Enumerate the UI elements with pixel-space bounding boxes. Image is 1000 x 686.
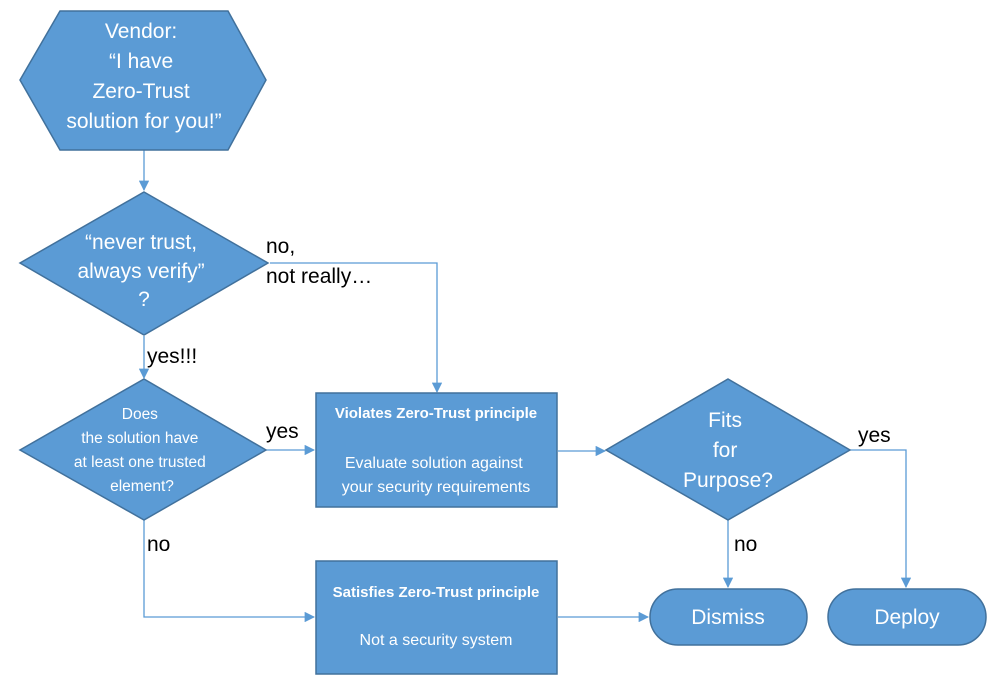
label-no-fits: no — [734, 533, 757, 556]
trusted-element-line: Does — [122, 406, 158, 423]
label-no-line: no, — [266, 235, 295, 258]
fits-line: for — [713, 439, 738, 462]
edge-trusted-no-to-satisfies — [143, 520, 316, 623]
fits-line: Purpose? — [683, 469, 773, 492]
label-no-not-really: no, not really… — [266, 235, 372, 288]
label-yes-verify: yes!!! — [147, 345, 197, 368]
vendor-line: “I have — [109, 50, 173, 73]
box-violates: Violates Zero-Trust principle Evaluate s… — [315, 392, 558, 508]
label-no-trusted: no — [147, 533, 170, 556]
box-satisfies: Satisfies Zero-Trust principle Not a sec… — [315, 560, 558, 675]
vendor-text: Vendor: “I have Zero-Trust solution for … — [66, 20, 221, 133]
violates-line: your security requirements — [342, 479, 531, 496]
label-yes-trusted: yes — [266, 420, 299, 443]
terminal-dismiss: Dismiss — [649, 588, 808, 646]
decision-never-trust: “never trust, always verify” ? — [18, 191, 270, 336]
fits-line: Fits — [708, 409, 742, 432]
vendor-line: solution for you!” — [66, 110, 221, 133]
edges — [138, 150, 912, 623]
vendor-line: Vendor: — [105, 20, 177, 43]
satisfies-line: Not a security system — [360, 632, 513, 649]
decision-fits-purpose: Fits for Purpose? — [604, 378, 852, 521]
never-trust-text: “never trust, always verify” ? — [77, 231, 210, 311]
deploy-label: Deploy — [874, 606, 940, 629]
violates-text: Evaluate solution against your security … — [342, 455, 531, 496]
node-vendor: Vendor: “I have Zero-Trust solution for … — [19, 10, 267, 151]
fits-text: Fits for Purpose? — [683, 409, 773, 492]
never-trust-line: ? — [138, 288, 150, 311]
trusted-element-line: at least one trusted — [74, 454, 206, 471]
satisfies-text: Not a security system — [360, 632, 513, 649]
edge-verify-no-to-violates — [270, 262, 443, 394]
never-trust-line: always verify” — [77, 260, 204, 283]
trusted-element-text: Does the solution have at least one trus… — [74, 406, 210, 495]
label-no-line: not really… — [266, 265, 372, 288]
trusted-element-line: element? — [110, 478, 174, 495]
never-trust-line: “never trust, — [85, 231, 197, 254]
edge-labels: no, not really… yes!!! yes no yes no — [147, 235, 891, 556]
terminal-deploy: Deploy — [827, 588, 987, 646]
trusted-element-line: the solution have — [81, 430, 198, 447]
violates-title: Violates Zero-Trust principle — [335, 405, 537, 422]
satisfies-title: Satisfies Zero-Trust principle — [333, 584, 540, 601]
vendor-line: Zero-Trust — [92, 80, 189, 103]
label-yes-fits: yes — [858, 424, 891, 447]
edge-fits-yes-to-deploy — [850, 449, 912, 589]
dismiss-label: Dismiss — [691, 606, 765, 629]
decision-trusted-element: Does the solution have at least one trus… — [18, 378, 268, 521]
violates-line: Evaluate solution against — [345, 455, 523, 472]
